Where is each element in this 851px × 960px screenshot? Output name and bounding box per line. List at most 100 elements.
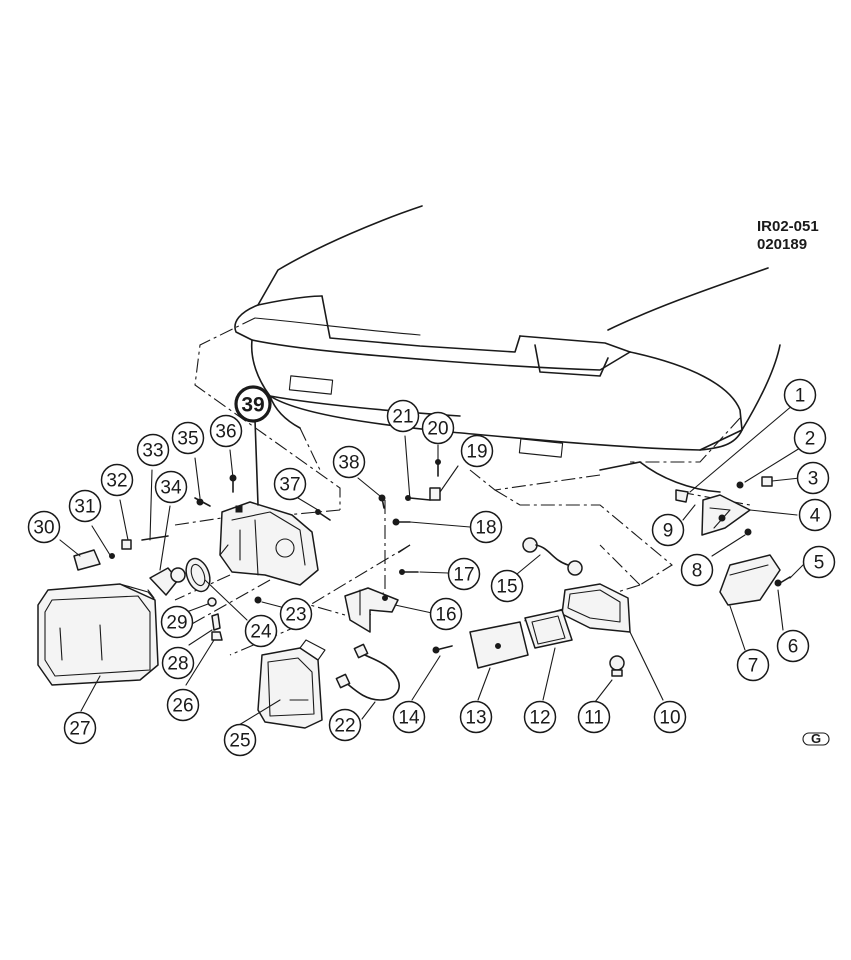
leader-lines xyxy=(59,404,806,726)
park-lamp-lens xyxy=(469,621,529,669)
callout-8: 8 xyxy=(680,553,714,587)
callout-4-circle xyxy=(798,498,832,532)
callout-16-label: 16 xyxy=(435,605,456,626)
callout-22-label: 22 xyxy=(334,716,355,737)
callout-3: 3 xyxy=(796,461,830,495)
callout-35-label: 35 xyxy=(177,429,198,450)
callout-6-label: 6 xyxy=(788,637,799,658)
callout-14: 14 xyxy=(392,700,426,734)
callout-38-circle xyxy=(332,445,366,479)
callout-15-circle xyxy=(490,569,524,603)
callout-9: 9 xyxy=(651,513,685,547)
publisher-logo-text: G xyxy=(811,731,821,746)
callout-22-circle xyxy=(328,708,362,742)
callout-36: 36 xyxy=(209,414,243,448)
callout-2: 2 xyxy=(793,421,827,455)
callout-34: 34 xyxy=(154,470,188,504)
wiring-harness xyxy=(335,643,400,701)
callout-23-label: 23 xyxy=(285,605,306,626)
callout-20-circle xyxy=(421,411,455,445)
callout-24-label: 24 xyxy=(250,622,272,643)
callout-10-label: 10 xyxy=(659,708,680,729)
callout-32: 32 xyxy=(100,463,134,497)
callout-13-circle xyxy=(459,700,493,734)
callout-33: 33 xyxy=(136,433,170,467)
callout-1-circle xyxy=(783,378,817,412)
headlamp-housing xyxy=(37,583,159,686)
callout-29: 29 xyxy=(160,605,194,639)
callout-17: 17 xyxy=(447,557,481,591)
callout-7: 7 xyxy=(736,648,770,682)
callout-25-circle xyxy=(223,723,257,757)
callout-30-circle xyxy=(27,510,61,544)
callout-6-circle xyxy=(776,629,810,663)
callout-34-circle xyxy=(154,470,188,504)
callout-5-circle xyxy=(802,545,836,579)
callout-27: 27 xyxy=(63,711,97,745)
callout-37-label: 37 xyxy=(279,475,300,496)
park-lamp-bulb xyxy=(609,655,625,677)
callout-12-label: 12 xyxy=(529,708,550,729)
car-front-body xyxy=(234,205,781,493)
callout-16: 16 xyxy=(429,597,463,631)
callout-17-label: 17 xyxy=(453,565,474,586)
callout-9-circle xyxy=(651,513,685,547)
callout-35-circle xyxy=(171,421,205,455)
callout-3-label: 3 xyxy=(808,469,819,490)
callout-2-circle xyxy=(793,421,827,455)
callout-21-label: 21 xyxy=(392,407,413,428)
callout-group: 1234567891011121314151617181920212223242… xyxy=(27,378,836,757)
callout-13-label: 13 xyxy=(465,708,486,729)
callout-17-circle xyxy=(447,557,481,591)
callout-16-circle xyxy=(429,597,463,631)
callout-11-circle xyxy=(577,700,611,734)
callout-21: 21 xyxy=(386,399,420,433)
callout-7-label: 7 xyxy=(748,656,759,677)
callout-18-circle xyxy=(469,510,503,544)
headlamp-bulb xyxy=(147,567,186,599)
callout-4-label: 4 xyxy=(810,506,821,527)
callout-28-label: 28 xyxy=(167,654,188,675)
callout-15-label: 15 xyxy=(496,577,517,598)
callout-8-label: 8 xyxy=(692,561,703,582)
callout-39-label: 39 xyxy=(241,394,264,417)
callout-35: 35 xyxy=(171,421,205,455)
fasteners xyxy=(73,459,791,654)
drawing-code-line1: IR02-051 xyxy=(757,218,819,235)
callout-38: 38 xyxy=(332,445,366,479)
callout-32-label: 32 xyxy=(106,471,127,492)
callout-27-circle xyxy=(63,711,97,745)
callout-14-circle xyxy=(392,700,426,734)
callout-39-circle xyxy=(234,385,272,423)
callout-26-label: 26 xyxy=(172,696,193,717)
callout-32-circle xyxy=(100,463,134,497)
callout-7-circle xyxy=(736,648,770,682)
callout-26-circle xyxy=(166,688,200,722)
callout-24-circle xyxy=(244,614,278,648)
callout-28-circle xyxy=(161,646,195,680)
callout-18: 18 xyxy=(469,510,503,544)
callout-1: 1 xyxy=(783,378,817,412)
exploded-view-guide-lines xyxy=(174,317,751,656)
callout-27-label: 27 xyxy=(69,719,90,740)
callout-25-label: 25 xyxy=(229,731,250,752)
callout-34-label: 34 xyxy=(160,478,182,499)
callout-5-label: 5 xyxy=(814,553,825,574)
lamp-bracket xyxy=(344,587,399,633)
callout-12: 12 xyxy=(523,700,557,734)
callout-10-circle xyxy=(653,700,687,734)
callout-31: 31 xyxy=(68,489,102,523)
callout-10: 10 xyxy=(653,700,687,734)
callout-13: 13 xyxy=(459,700,493,734)
callout-6: 6 xyxy=(776,629,810,663)
callout-19-label: 19 xyxy=(466,442,487,463)
callout-18-label: 18 xyxy=(475,518,496,539)
callout-23: 23 xyxy=(279,597,313,631)
callout-3-circle xyxy=(796,461,830,495)
callout-8-circle xyxy=(680,553,714,587)
callout-20-label: 20 xyxy=(427,419,448,440)
callout-33-label: 33 xyxy=(142,441,163,462)
callout-39: 39 xyxy=(234,385,272,423)
callout-2-label: 2 xyxy=(805,429,816,450)
